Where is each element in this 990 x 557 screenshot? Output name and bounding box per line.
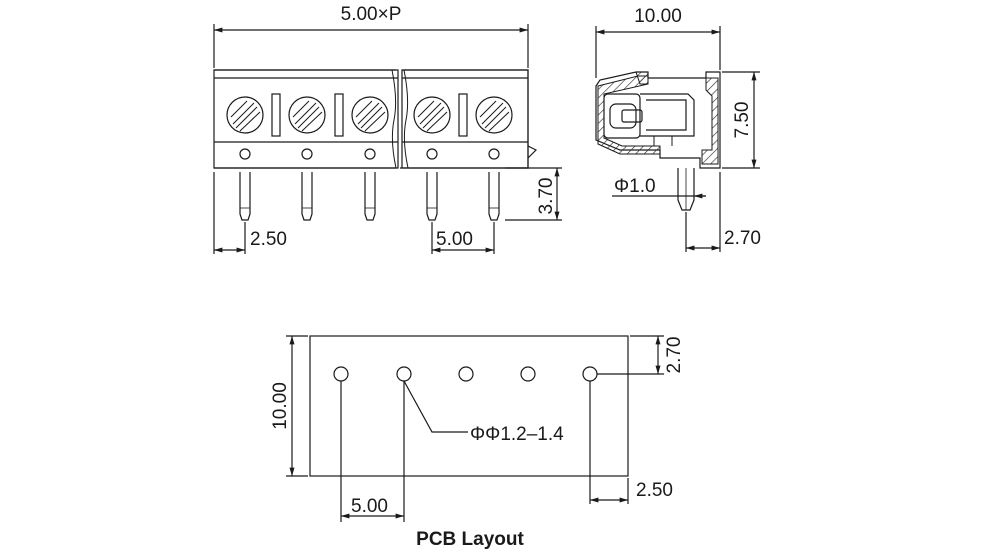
front-view [213,24,562,254]
overall-width-label: 5.00×P [341,4,402,25]
separator-slots [271,93,468,137]
screw-5 [475,96,513,134]
side-height-label: 7.50 [732,102,753,139]
screw-row [226,96,513,134]
hole-diameter-leader [403,380,468,433]
pins [239,172,500,221]
pcb-layout [286,335,664,522]
pcb-hole-4 [520,366,536,382]
pcb-hole-5 [582,366,598,382]
pcb-hole-3 [458,366,474,382]
pin-diameter-label: Φ1.0 [614,176,656,197]
side-offset-label: 2.70 [724,228,761,249]
wire-holes [239,148,500,160]
pcb-hole-2 [396,366,412,382]
front-offset-label: 2.50 [250,229,287,250]
pcb-hole-1 [333,366,349,382]
pcb-holes [333,366,598,382]
screw-3 [351,96,389,134]
pcb-top-offset-label: 2.70 [664,337,685,374]
terminal-body [213,69,538,169]
screw-2 [288,96,326,134]
pcb-outline [309,335,629,477]
pcb-edge-offset-label: 2.50 [636,480,673,501]
front-pitch-label: 5.00 [436,229,473,250]
side-view [595,26,760,252]
side-width-label: 10.00 [634,6,682,27]
screw-1 [226,96,264,134]
pcb-layout-title: PCB Layout [416,529,524,550]
pin-length-label: 3.70 [536,178,557,215]
hole-diameter-label: ΦΦ1.2–1.4 [470,424,564,445]
pcb-height-label: 10.00 [270,382,291,430]
screw-4 [413,96,451,134]
pcb-pitch-label: 5.00 [351,496,388,517]
